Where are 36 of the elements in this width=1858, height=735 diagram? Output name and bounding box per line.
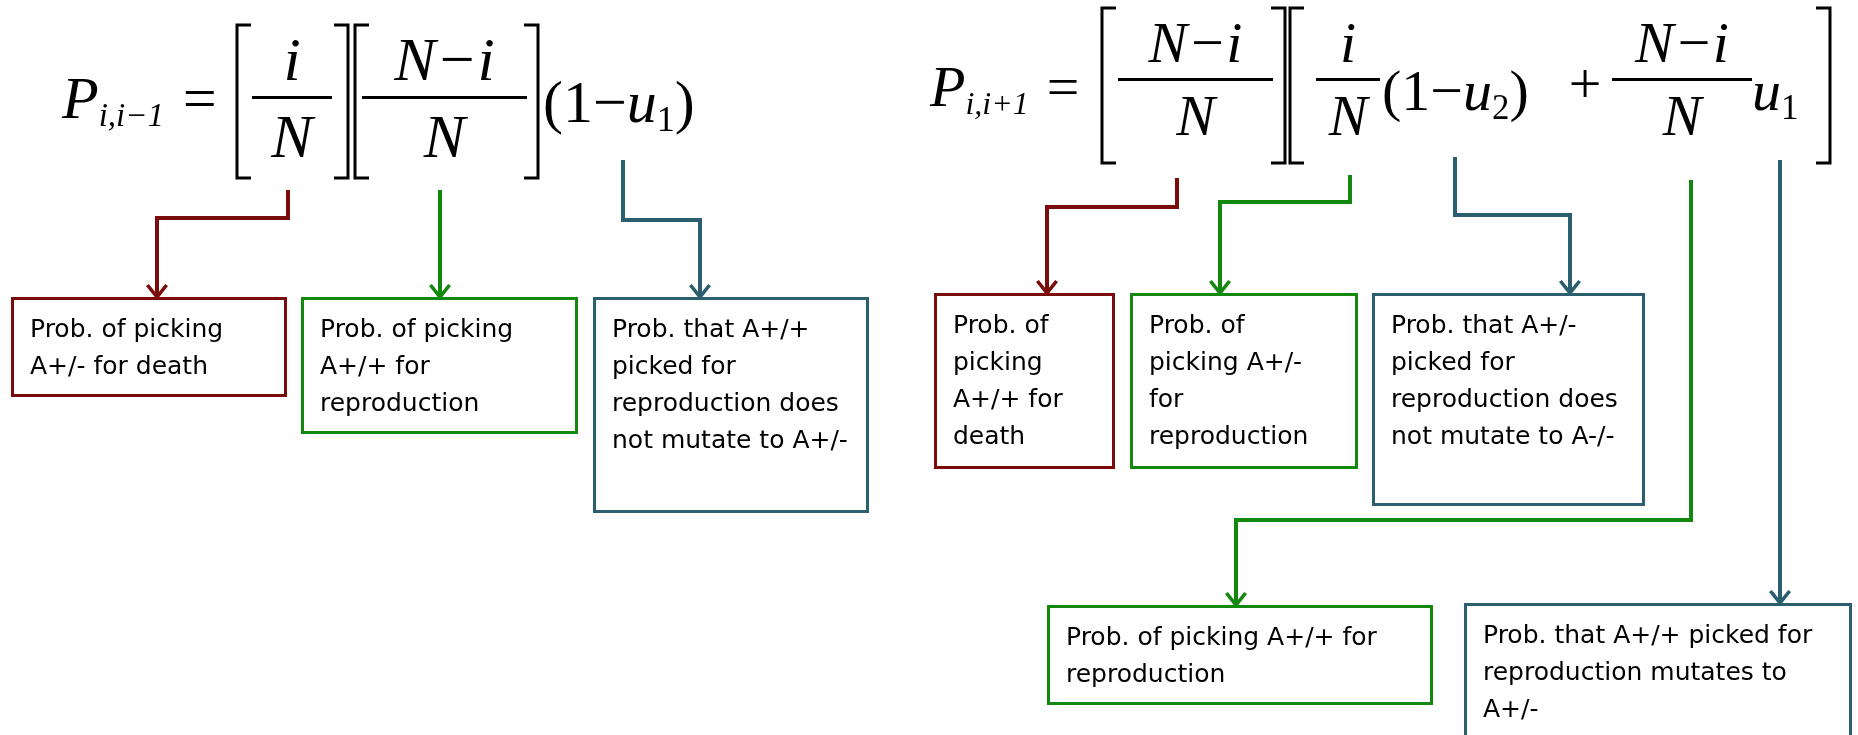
description-text: Prob. that A+/- picked for reproduction does not mutate to A-/-	[1391, 310, 1618, 450]
leader-arrow	[1453, 157, 1582, 295]
description-box	[1464, 603, 1852, 735]
description-text: Prob. of picking A+/- for reproduction	[1149, 310, 1309, 450]
description-text: Prob. of picking A+/+ for reproduction	[320, 314, 514, 417]
leader-arrow	[428, 190, 452, 299]
numerator: N−i	[394, 28, 495, 90]
leader-arrow	[621, 160, 712, 299]
numerator: N−i	[1148, 14, 1243, 72]
numerator: i	[283, 28, 301, 90]
description-box	[1372, 293, 1645, 506]
denominator: N	[1662, 87, 1702, 145]
description-text: Prob. that A+/+ picked for reproduction mutates to A+/-	[1483, 620, 1813, 723]
math-term: u$_{1}$	[1752, 58, 1799, 123]
leader-arrow	[1768, 160, 1792, 605]
leader-arrow	[1224, 180, 1693, 607]
denominator: N	[423, 105, 466, 167]
description-box	[593, 297, 869, 513]
description-box	[11, 297, 287, 397]
description-box	[301, 297, 578, 434]
description-text: Prob. that A+/+ picked for reproduction does not mutate to A+/-	[612, 314, 848, 454]
description-text: Prob. of picking A+/- for death	[30, 314, 224, 380]
leader-arrow	[1208, 175, 1352, 295]
numerator: N−i	[1635, 14, 1729, 72]
numerator: i	[1339, 14, 1357, 72]
description-box	[1047, 605, 1433, 705]
description-box	[934, 293, 1115, 469]
description-text: Prob. of picking A+/+ for reproduction	[1066, 622, 1377, 688]
leader-arrow	[145, 190, 290, 299]
denominator: N	[1328, 87, 1368, 145]
description-text: Prob. of picking A+/+ for death	[953, 310, 1063, 450]
leader-arrow	[1035, 178, 1179, 295]
math-term: (1−u$_{1}$)	[543, 69, 695, 135]
description-box	[1130, 293, 1358, 469]
math-term: (1−u$_{2}$)	[1382, 58, 1529, 123]
equation-label: +	[1565, 55, 1605, 113]
